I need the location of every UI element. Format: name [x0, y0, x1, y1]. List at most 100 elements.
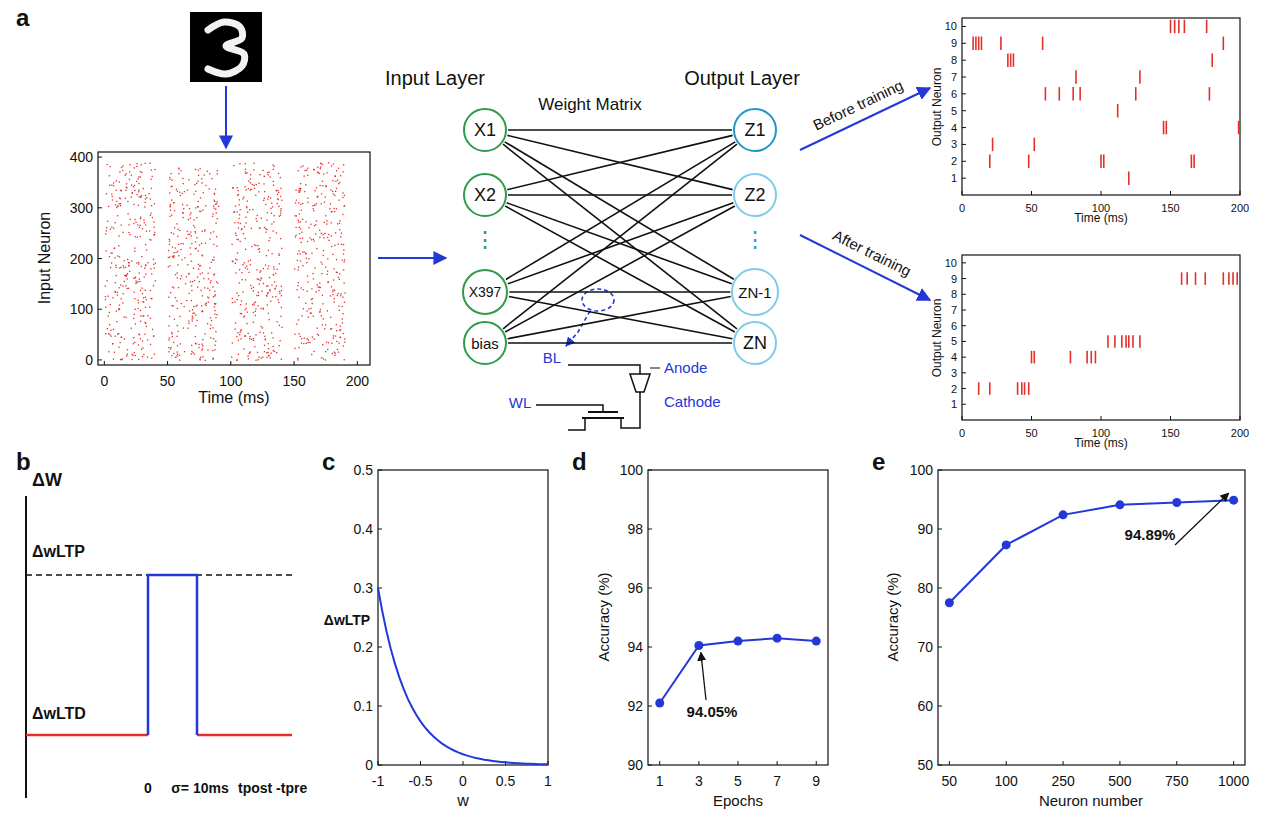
spike-dot	[202, 231, 203, 232]
spike-dot	[113, 359, 114, 360]
spike-dot	[238, 239, 239, 240]
tick-mark	[378, 647, 382, 648]
spike-dot	[244, 315, 245, 316]
spike-dot	[196, 183, 197, 184]
spike-dot	[134, 167, 135, 168]
tick-label: 200	[1231, 427, 1249, 440]
panel-letter: e	[872, 448, 885, 476]
spike-dot	[247, 268, 248, 269]
spike-dot	[243, 196, 244, 197]
spike-dot	[298, 333, 299, 334]
spike-dot	[150, 198, 151, 199]
spike-dot	[168, 266, 169, 267]
spike-dot	[136, 181, 137, 182]
spike-dot	[259, 332, 260, 333]
spike-dot	[217, 173, 218, 174]
spike-dot	[306, 343, 307, 344]
spike-dot	[125, 266, 126, 267]
spike-dot	[199, 265, 200, 266]
spike-dot	[215, 223, 216, 224]
spike-dot	[248, 272, 249, 273]
spike-dot	[181, 259, 182, 260]
spike-dot	[234, 301, 235, 302]
spike-dot	[271, 223, 272, 224]
spike-dot	[240, 209, 241, 210]
spike-dot	[269, 277, 270, 278]
spike-dot	[240, 330, 241, 331]
spike-dot	[267, 198, 268, 199]
spike-dot	[195, 325, 196, 326]
spike-dot	[328, 281, 329, 282]
tick-label: 1	[544, 773, 552, 789]
spike-dot	[195, 248, 196, 249]
spike-dot	[337, 179, 338, 180]
spike-dot	[111, 194, 112, 195]
spike-dot	[281, 200, 282, 201]
spike-dot	[259, 272, 260, 273]
spike-dot	[247, 212, 248, 213]
spike-dot	[184, 191, 185, 192]
spike-dot	[130, 219, 131, 220]
tick-mark	[98, 207, 102, 208]
tick-label: 200	[1231, 202, 1249, 215]
spike-dot	[272, 337, 273, 338]
spike-dot	[172, 179, 173, 180]
spike-dot	[332, 294, 333, 295]
spike-dot	[117, 215, 118, 216]
spike-dot	[210, 317, 211, 318]
spike-dot	[245, 169, 246, 170]
spike-dot	[279, 325, 280, 326]
spike-tick	[1028, 155, 1030, 168]
data-point	[1002, 540, 1011, 549]
spike-dot	[169, 239, 170, 240]
spike-dot	[255, 360, 256, 361]
spike-dot	[131, 197, 132, 198]
spike-dot	[260, 270, 261, 271]
spike-dot	[246, 303, 247, 304]
spike-dot	[114, 291, 115, 292]
spike-dot	[314, 225, 315, 226]
spike-dot	[146, 326, 147, 327]
spike-dot	[344, 341, 345, 342]
spike-dot	[306, 170, 307, 171]
spike-dot	[122, 358, 123, 359]
spike-dot	[308, 258, 309, 259]
spike-dot	[335, 352, 336, 353]
spike-dot	[271, 284, 272, 285]
tick-label: 80	[917, 580, 933, 596]
spike-dot	[339, 330, 340, 331]
spike-dot	[260, 280, 261, 281]
spike-dot	[125, 175, 126, 176]
spike-dot	[183, 327, 184, 328]
spike-dot	[276, 269, 277, 270]
spike-dot	[326, 186, 327, 187]
tick-label: 3	[951, 138, 957, 151]
spike-dot	[142, 340, 143, 341]
spike-dot	[249, 336, 250, 337]
spike-dot	[127, 354, 128, 355]
spike-dot	[341, 244, 342, 245]
spike-dot	[196, 248, 197, 249]
tick-mark	[378, 761, 379, 765]
spike-dot	[274, 281, 275, 282]
tick-label: 96	[627, 580, 643, 596]
spike-dot	[120, 284, 121, 285]
spike-dot	[189, 234, 190, 235]
spike-dot	[212, 178, 213, 179]
spike-dot	[302, 219, 303, 220]
spike-dot	[274, 288, 275, 289]
spike-dot	[212, 259, 213, 260]
spike-dot	[120, 342, 121, 343]
spike-dot	[257, 278, 258, 279]
spike-dot	[208, 278, 209, 279]
spike-dot	[246, 323, 247, 324]
spike-dot	[242, 198, 243, 199]
spike-dot	[336, 188, 337, 189]
spike-dot	[294, 334, 295, 335]
spike-dot	[313, 210, 314, 211]
spike-dot	[303, 343, 304, 344]
tick-mark	[420, 761, 421, 765]
spike-dot	[333, 193, 334, 194]
spike-dot	[301, 242, 302, 243]
tick-mark	[777, 761, 778, 765]
